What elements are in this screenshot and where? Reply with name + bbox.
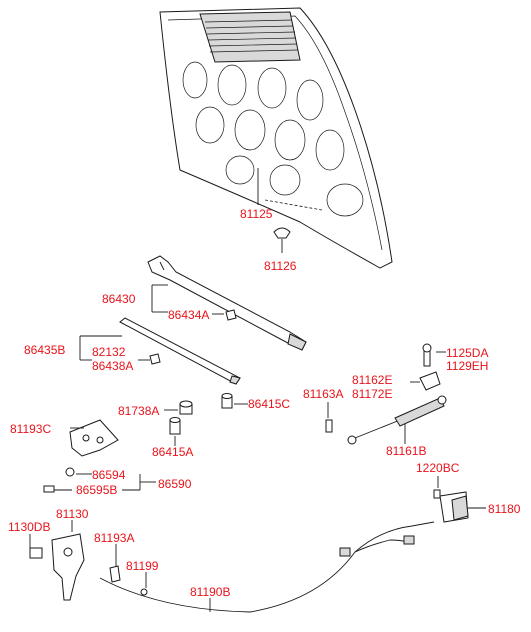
- bolt-81163A: [325, 419, 333, 433]
- bolts-86594: [43, 467, 75, 493]
- label-81199: 81199: [126, 559, 159, 573]
- label-81180: 81180: [488, 502, 521, 516]
- clip-81199: [140, 588, 148, 596]
- label-81738A: 81738A: [118, 404, 159, 418]
- bumper-81738A: [179, 400, 193, 415]
- part-labels: 81125 81126 86430 86434A 86435B 82132 86…: [8, 207, 521, 599]
- clip-82132: [149, 353, 161, 365]
- label-81190B: 81190B: [190, 585, 230, 599]
- seal-strip: [119, 317, 241, 385]
- label-1129EH: 1129EH: [446, 359, 488, 373]
- label-86590: 86590: [158, 477, 192, 491]
- clip-81193A: [109, 565, 121, 583]
- clip-81126: [273, 227, 291, 253]
- label-81172E: 81172E: [352, 387, 392, 401]
- label-82132: 82132: [92, 345, 126, 359]
- label-86430: 86430: [102, 292, 136, 306]
- hinge-bracket: [69, 419, 119, 457]
- bumper-86415C: [221, 393, 233, 409]
- gas-lifter: [347, 395, 447, 445]
- label-81193C: 81193C: [10, 422, 51, 436]
- label-86415C: 86415C: [248, 397, 290, 411]
- label-81162E: 81162E: [352, 373, 392, 387]
- bumper-86415A: [169, 417, 181, 435]
- label-81163A: 81163A: [303, 387, 343, 401]
- label-86435B: 86435B: [24, 343, 65, 357]
- clip-86434A: [225, 309, 237, 321]
- bracket-81180: [433, 489, 469, 523]
- label-1130DB: 1130DB: [8, 520, 50, 534]
- latch: [29, 533, 85, 601]
- label-81126: 81126: [264, 259, 297, 273]
- label-81130: 81130: [56, 507, 89, 521]
- label-81193A: 81193A: [94, 531, 134, 545]
- label-86434A: 86434A: [168, 308, 209, 322]
- label-86594: 86594: [92, 468, 126, 482]
- label-81125: 81125: [240, 207, 273, 221]
- label-86438A: 86438A: [92, 359, 133, 373]
- label-1125DA: 1125DA: [446, 346, 488, 360]
- label-1220BC: 1220BC: [416, 461, 460, 475]
- label-81161B: 81161B: [386, 444, 426, 458]
- hood-stay-rod: [147, 255, 307, 351]
- hood-panel: [159, 7, 393, 269]
- bracket-81162E: [419, 343, 441, 391]
- label-86595B: 86595B: [76, 483, 117, 497]
- release-cable: [99, 521, 435, 613]
- label-86415A: 86415A: [152, 445, 193, 459]
- leader-lines: [29, 284, 486, 612]
